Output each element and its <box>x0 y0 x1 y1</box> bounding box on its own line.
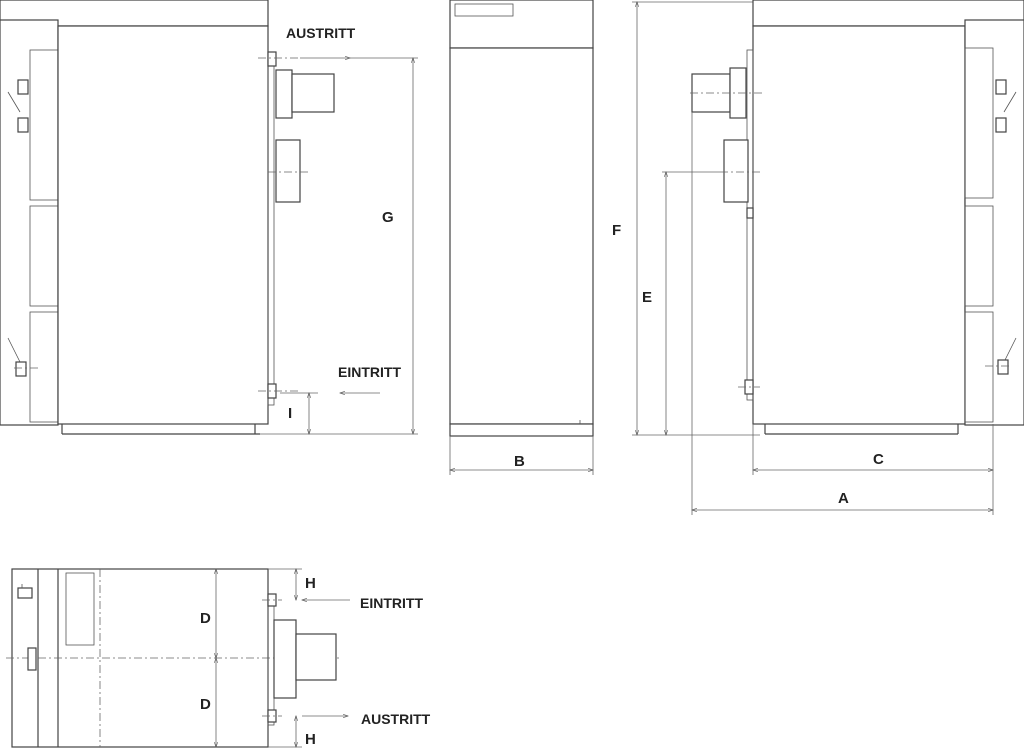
top-view-burner-flange <box>273 619 297 699</box>
front-view-burner-flange <box>275 69 293 119</box>
dim-h-upper-label: H <box>305 575 316 592</box>
front-view-inspection-cover <box>275 139 301 203</box>
side-view-top-lid <box>449 0 594 49</box>
rear-view-upper-door <box>964 47 994 199</box>
front-view-side-panel <box>0 19 59 426</box>
top-austritt-label: AUSTRITT <box>361 711 431 727</box>
top-view: D D H H EINTRITT AUSTRITT <box>6 568 431 748</box>
dim-a-label: A <box>838 490 849 507</box>
dim-d-lower-label: D <box>200 696 211 713</box>
front-view-outlet-pipe <box>267 51 277 67</box>
front-austritt-label: AUSTRITT <box>286 25 356 41</box>
rear-view: F <box>612 0 1024 515</box>
front-view-lower-handle-icon <box>7 337 40 377</box>
top-view-burner-motor <box>295 633 337 681</box>
top-view-upper-handle-icon <box>17 584 33 599</box>
dim-c-label: C <box>873 451 884 468</box>
dim-d-upper-label: D <box>200 610 211 627</box>
top-eintritt-label: EINTRITT <box>360 595 423 611</box>
front-eintritt-label: EINTRITT <box>338 364 401 380</box>
dim-b-label: B <box>514 453 525 470</box>
side-view-body <box>449 47 594 425</box>
side-view-plinth <box>449 423 594 437</box>
dim-i-label: I <box>288 405 292 422</box>
side-view: B <box>449 0 594 475</box>
rear-view-middle-panel <box>964 205 994 307</box>
rear-view-side-panel <box>964 19 1024 426</box>
dim-g-label: G <box>382 209 394 226</box>
rear-view-lower-handle-icon <box>985 337 1017 375</box>
front-view-burner-motor <box>291 73 335 113</box>
front-view-upper-handle-icon <box>7 79 29 133</box>
side-view-control-panel <box>454 3 514 17</box>
top-view-control-panel <box>65 572 95 646</box>
rear-view-main-body <box>752 25 966 425</box>
dim-h-lower-label: H <box>305 731 316 748</box>
front-view: AUSTRITT G EINTRITT I <box>0 0 418 435</box>
rear-view-lower-door <box>964 311 994 423</box>
dim-f-label: F <box>612 222 621 239</box>
rear-view-inspection-cover <box>723 139 749 203</box>
rear-view-upper-handle-icon <box>995 79 1017 133</box>
rear-view-top-lid <box>752 0 1024 27</box>
top-view-lower-handle-icon <box>27 647 37 671</box>
dim-e-label: E <box>642 289 652 306</box>
front-view-main-body <box>57 25 269 425</box>
